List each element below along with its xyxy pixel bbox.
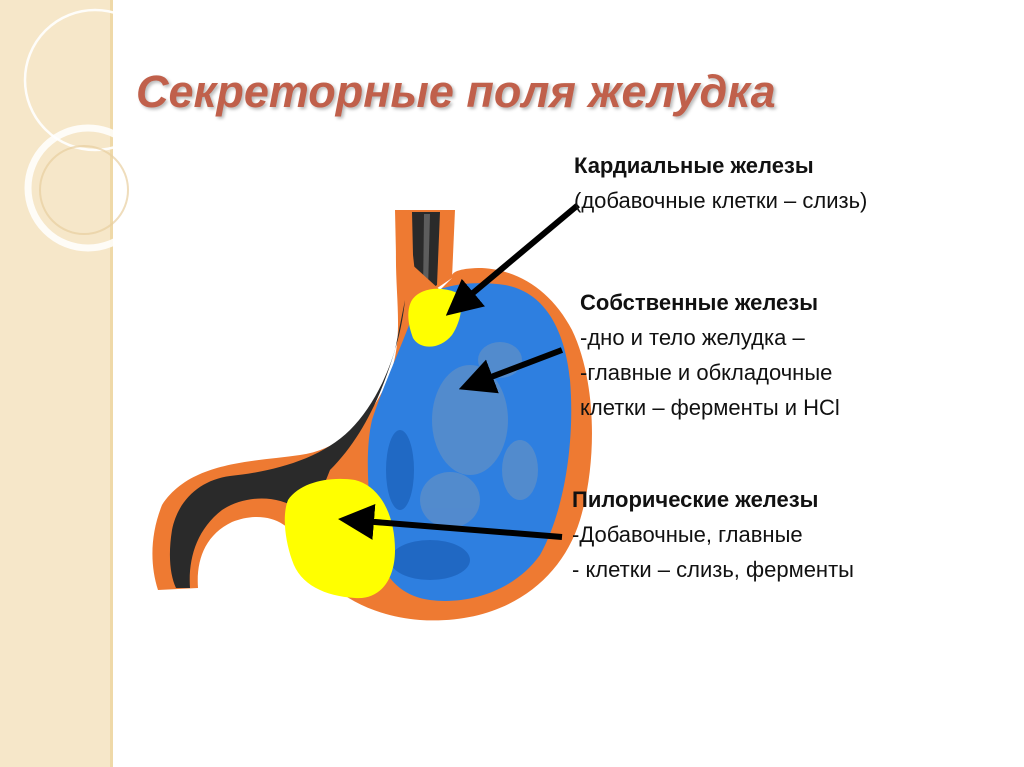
fundic-glands-line-1: -дно и тело желудка –	[580, 325, 805, 350]
fundic-glands-label: Собственные железы -дно и тело желудка –…	[580, 285, 840, 425]
stomach-body-fundic-glands	[367, 283, 572, 601]
fundic-glands-heading: Собственные железы	[580, 290, 819, 315]
pyloric-glands-label: Пилорические железы -Добавочные, главные…	[572, 482, 854, 587]
pyloric-arrow	[338, 503, 563, 540]
pyloric-glands-region	[284, 478, 395, 599]
decorative-rings	[23, 8, 160, 252]
cardiac-glands-line-1: (добавочные клетки – слизь)	[574, 188, 868, 213]
side-band-border	[110, 0, 113, 767]
pyloric-glands-line-1: -Добавочные, главные	[572, 522, 803, 547]
pyloric-glands-line-2: - клетки – слизь, ферменты	[572, 557, 854, 582]
pyloric-glands-heading: Пилорические железы	[572, 487, 819, 512]
cardiac-arrow	[445, 202, 580, 316]
cardiac-glands-heading: Кардиальные железы	[574, 153, 814, 178]
slide-title: Секреторные поля желудка	[136, 66, 776, 117]
fundic-glands-line-3: клетки – ферменты и НСl	[580, 395, 840, 420]
fundic-glands-line-2: -главные и обкладочные	[580, 360, 833, 385]
cardiac-glands-label: Кардиальные железы (добавочные клетки – …	[574, 148, 867, 218]
fundic-arrow	[458, 347, 564, 394]
